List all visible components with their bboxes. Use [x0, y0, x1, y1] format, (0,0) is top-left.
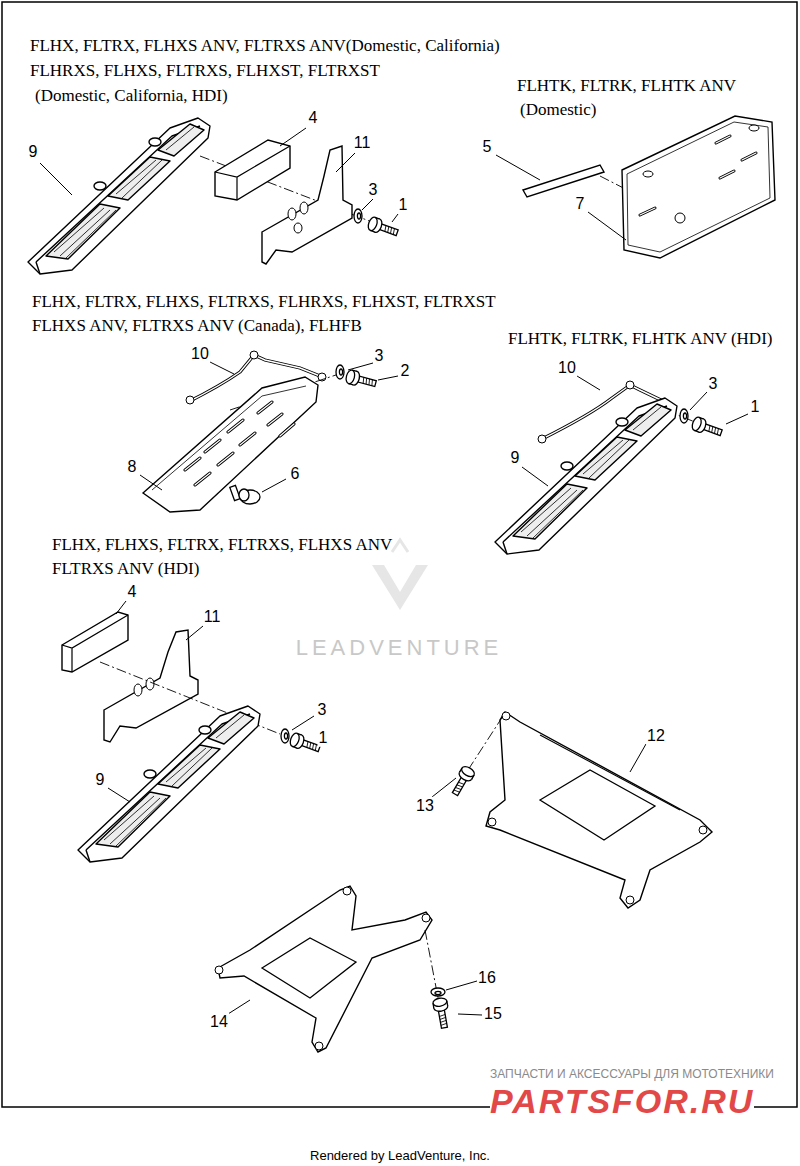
callout-number: 8 — [127, 458, 138, 476]
callout-number: 7 — [575, 195, 586, 213]
callout-number: 2 — [400, 362, 411, 380]
model-heading: FLHXS ANV, FLTRXS ANV (Canada), FLHFB — [32, 316, 362, 336]
watermark: LEADVENTURE — [296, 635, 503, 660]
callout-number: 4 — [127, 583, 138, 601]
callout-number: 1 — [750, 398, 761, 416]
watermark-brand: PARTSFOR.RU — [490, 1084, 754, 1118]
callout-number: 11 — [203, 608, 222, 626]
model-heading: FLHTK, FLTRK, FLHTK ANV (HDI) — [508, 329, 772, 349]
model-heading: FLTRXS ANV (HDI) — [52, 559, 199, 579]
callout-number: 3 — [708, 375, 719, 393]
model-heading: FLHX, FLHXS, FLTRX, FLTRXS, FLHXS ANV — [52, 535, 392, 555]
model-heading: FLHRXS, FLHXS, FLTRXS, FLHXST, FLTRXST — [30, 61, 380, 81]
callout-number: 1 — [398, 196, 409, 214]
callout-number: 14 — [209, 1013, 229, 1031]
callout-number: 15 — [483, 1005, 503, 1023]
callout-number: 9 — [28, 143, 39, 161]
callout-number: 3 — [317, 701, 328, 719]
callout-number: 9 — [510, 449, 521, 467]
caption: Rendered by LeadVenture, Inc. — [310, 1149, 490, 1164]
callout-number: 3 — [368, 181, 379, 199]
callout-number: 5 — [482, 138, 493, 156]
callout-number: 10 — [190, 345, 210, 363]
model-heading: FLHX, FLTRX, FLHXS ANV, FLTRXS ANV(Domes… — [30, 36, 500, 56]
callout-number: 12 — [646, 727, 666, 745]
model-heading: (Domestic, California, HDI) — [35, 86, 228, 106]
callout-number: 11 — [353, 134, 372, 152]
callout-number: 6 — [290, 465, 301, 483]
callout-number: 16 — [477, 969, 497, 987]
callout-number: 13 — [415, 797, 435, 815]
callout-number: 1 — [318, 729, 329, 747]
callout-number: 10 — [557, 359, 577, 377]
watermark-text: ЗАПЧАСТИ И АКСЕССУАРЫ ДЛЯ МОТОТЕХНИКИ — [490, 1068, 774, 1082]
model-heading: FLHX, FLTRX, FLHXS, FLTRXS, FLHRXS, FLHX… — [32, 292, 496, 312]
model-heading: FLHTK, FLTRK, FLHTK ANV — [517, 76, 736, 96]
callout-number: 9 — [95, 771, 106, 789]
model-heading: (Domestic) — [520, 100, 596, 120]
callout-number: 3 — [374, 347, 385, 365]
callout-number: 4 — [308, 109, 319, 127]
